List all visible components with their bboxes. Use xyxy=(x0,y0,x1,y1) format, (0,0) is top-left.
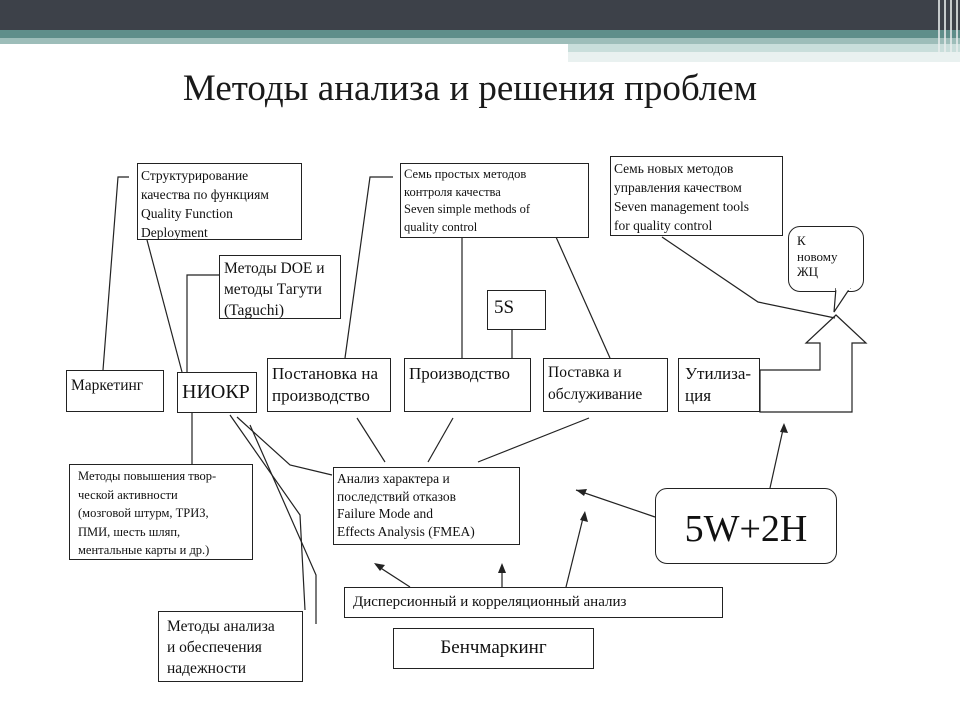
stage-niokr: НИОКР xyxy=(177,372,257,413)
slide-accent-stripe-right xyxy=(568,44,960,52)
stage-launch: Постановка на производство xyxy=(267,358,391,412)
slide-accent-stripe-light xyxy=(0,38,960,44)
doe-taguchi-box: Методы DOE и методы Тагути (Taguchi) xyxy=(219,255,341,319)
reliability-methods-box: Методы анализа и обеспечения надежности xyxy=(158,611,303,682)
slide-title: Методы анализа и решения проблем xyxy=(182,68,758,109)
stage-disposal: Утилиза- ция xyxy=(678,358,760,412)
seven-simple-methods-box: Семь простых методов контроля качества S… xyxy=(400,163,589,238)
benchmarking-box: Бенчмаркинг xyxy=(393,628,594,669)
creativity-methods-box: Методы повышения твор- ческой активности… xyxy=(69,464,253,560)
qfd-box: Структурирование качества по функциям Qu… xyxy=(137,163,302,240)
seven-new-methods-box: Семь новых методов управления качеством … xyxy=(610,156,783,236)
stage-delivery: Поставка и обслуживание xyxy=(543,358,668,412)
slide-accent-stripe xyxy=(0,30,960,38)
callout-pointer xyxy=(833,288,851,313)
5s-box: 5S xyxy=(487,290,546,330)
stage-production: Производство xyxy=(404,358,531,412)
new-lifecycle-callout: К новому ЖЦ xyxy=(788,226,864,292)
stage-marketing: Маркетинг xyxy=(66,370,164,412)
slide-top-bar xyxy=(0,0,960,30)
slide-corner-decoration xyxy=(934,0,960,52)
slide-accent-stripe-right-faint xyxy=(568,52,960,62)
5w2h-box: 5W+2H xyxy=(655,488,837,564)
fmea-box: Анализ характера и последствий отказов F… xyxy=(333,467,520,545)
dispersion-correlation-box: Дисперсионный и корреляционный анализ xyxy=(344,587,723,618)
